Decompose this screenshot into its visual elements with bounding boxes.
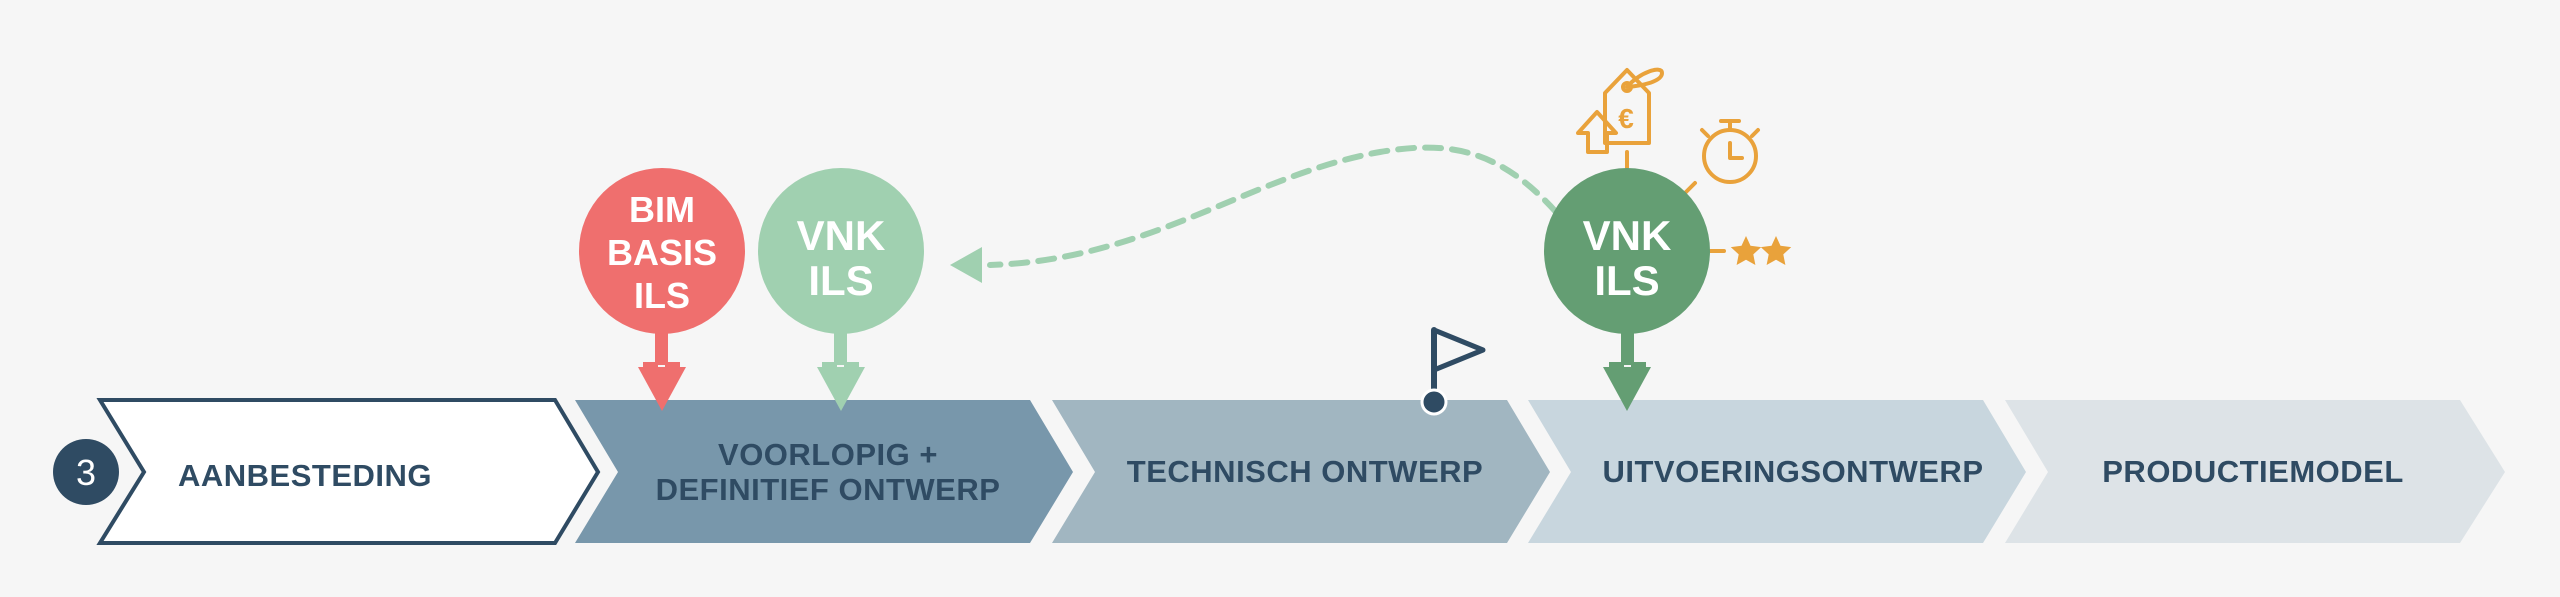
arrowhead-icon [950, 247, 982, 283]
pin-bim-basis-ils: BIM BASIS ILS [579, 168, 745, 411]
step-badge: 3 [53, 439, 119, 505]
pin-bim-line-2: BASIS [607, 232, 717, 273]
rating-stars [1730, 236, 1792, 265]
phase-label-productiemodel: PRODUCTIEMODEL [2102, 454, 2404, 489]
phase-productiemodel: PRODUCTIEMODEL [2005, 400, 2505, 543]
dashed-return-arrow [950, 144, 1559, 283]
step-number: 3 [76, 452, 96, 493]
phase-label-technisch-ontwerp: TECHNISCH ONTWERP [1127, 454, 1483, 489]
pin-vnk-light-line-1: VNK [797, 212, 886, 259]
phase-label-uitvoeringsontwerp: UITVOERINGSONTWERP [1602, 454, 1983, 489]
house-icon [1576, 110, 1618, 154]
pin-vnk-ils-light: VNK ILS [758, 168, 924, 411]
phase-label-aanbesteding: AANBESTEDING [178, 458, 432, 493]
pin-vnk-dark-line-2: ILS [1594, 257, 1659, 304]
pin-bim-line-1: BIM [629, 189, 695, 230]
pin-vnk-light-line-2: ILS [808, 257, 873, 304]
phase-label-voorlopig: VOORLOPIG + [718, 437, 938, 472]
phase-aanbesteding: AANBESTEDING [96, 398, 601, 545]
euro-icon: € [1618, 103, 1634, 134]
phase-uitvoeringsontwerp: UITVOERINGSONTWERP [1528, 400, 2026, 543]
stopwatch-icon [1700, 119, 1760, 184]
star-icon [1730, 236, 1762, 265]
pin-vnk-ils-dark: VNK ILS [1544, 168, 1710, 411]
phase-label-definitief-ontwerp: DEFINITIEF ONTWERP [656, 472, 1001, 507]
pin-vnk-dark-line-1: VNK [1583, 212, 1672, 259]
star-icon [1760, 236, 1792, 265]
price-tag-euro-icon: € [1603, 67, 1664, 145]
pin-decorations: € [1576, 67, 1760, 253]
pin-bim-line-3: ILS [634, 275, 690, 316]
flag-icon [1420, 327, 1486, 416]
phase-voorlopig-definitief-ontwerp: VOORLOPIG + DEFINITIEF ONTWERP [575, 400, 1073, 543]
phase-technisch-ontwerp: TECHNISCH ONTWERP [1052, 400, 1550, 543]
